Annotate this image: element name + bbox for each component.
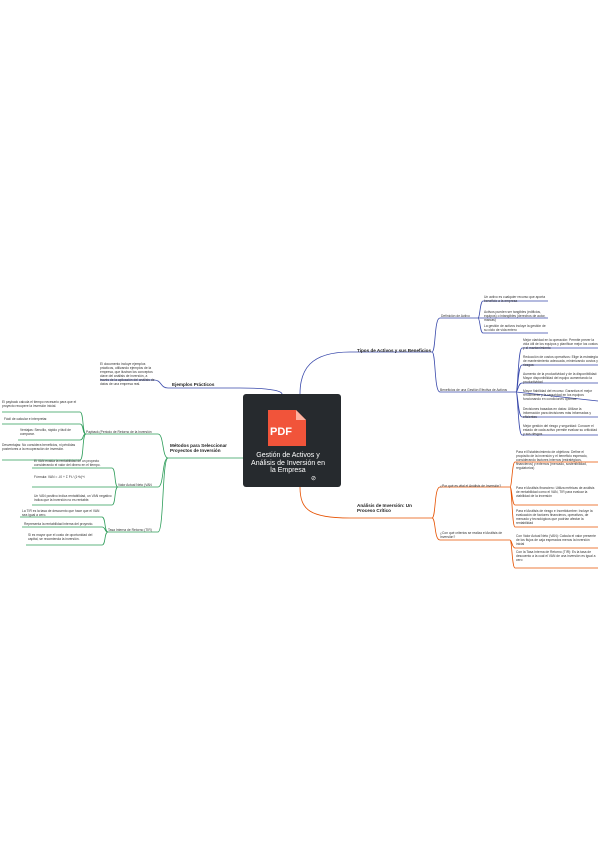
connector-ben-items xyxy=(515,347,599,436)
connector-tipos-definicion xyxy=(431,317,478,353)
connector-tir-items xyxy=(20,516,109,546)
leaf-def-3: La gestión de activos incluye la gestión… xyxy=(484,324,546,332)
leaf-payback-1: El payback calcula el tiempo necesario p… xyxy=(2,400,77,408)
subtopic-why[interactable]: ¿Por qué es vital el Análisis de Inversi… xyxy=(440,484,502,488)
central-topic-title: Gestión de Activos y Análisis de Inversi… xyxy=(251,452,325,475)
leaf-payback-3: Ventajas: Sencillo, rápido y fácil de co… xyxy=(20,428,71,436)
subtopic-beneficios[interactable]: Beneficios de una Gestión Efectiva de Ac… xyxy=(440,388,508,392)
connector-analisis-how xyxy=(431,517,510,541)
subtopic-how[interactable]: ¿Con qué criterios se realiza el Análisi… xyxy=(440,531,503,539)
subtopic-van[interactable]: Valor Actual Neto (VAN xyxy=(118,483,152,487)
leaf-ben-6: Mejor gestión del riesgo y seguridad: Co… xyxy=(523,424,598,436)
leaf-def-2: Activos pueden ser tangibles (edificios,… xyxy=(484,310,546,322)
pdf-icon: PDF xyxy=(268,410,306,446)
connector-center-ejemplos xyxy=(168,387,283,395)
leaf-ben-2: Reducción de costos operativos: Elige la… xyxy=(523,355,598,367)
connector-center-tipos xyxy=(299,351,432,395)
topic-metodos-seleccion[interactable]: Métodos para Seleccionar Proyectos de In… xyxy=(170,443,227,454)
connector-metodos-payback xyxy=(86,433,169,459)
leaf-ben-4: Mayor fiabilidad del recurso: Garantiza … xyxy=(523,389,593,401)
connector-tipos-beneficios xyxy=(431,351,516,393)
connector-metodos-van xyxy=(118,457,169,488)
leaf-payback-2: Fácil de calcular e interpretar. xyxy=(4,417,48,421)
subtopic-definicion[interactable]: Definición de Activo xyxy=(441,314,470,318)
leaf-ben-1: Mejor claridad en la operación: Permite … xyxy=(523,338,598,350)
connector-def-items xyxy=(477,300,548,334)
leaf-van-2: Fórmula: VAN = -I0 + Σ Ft / (1+k)^t xyxy=(34,475,85,479)
leaf-ejemplos-text: El documento incluye ejemplos prácticos,… xyxy=(100,362,155,386)
leaf-van-1: El VAN evalúa la rentabilidad de un proy… xyxy=(34,459,101,467)
leaf-tir-3: Si es mayor que el costo de oportunidad … xyxy=(28,533,93,541)
pdf-label: PDF xyxy=(270,426,292,438)
connector-payback-items xyxy=(2,411,87,461)
connector-center-analisis xyxy=(299,486,432,519)
connector-how-items xyxy=(509,539,598,569)
leaf-tir-2: Representa la rentabilidad interna del p… xyxy=(24,522,94,526)
leaf-why-1: Para el Establecimiento de objetivos: De… xyxy=(516,450,588,470)
leaf-how-1: Con Valor Actual Neto (VAN): Calcula el … xyxy=(516,534,596,546)
leaf-how-2: Con la Tasa Interna de Retorno (TIR): Es… xyxy=(516,550,596,562)
topic-ejemplos-practicos[interactable]: Ejemplos Prácticos xyxy=(172,382,215,387)
connector-analisis-why xyxy=(431,486,510,519)
topic-analisis-inversion[interactable]: Análisis de Inversión: Un Proceso Crític… xyxy=(357,503,412,514)
leaf-why-3: Para el Análisis de riesgo e Incertidumb… xyxy=(516,509,593,525)
subtopic-payback[interactable]: Payback (Periodo de Retorno de la Invers… xyxy=(86,430,152,434)
leaf-tir-1: La TIR es la tasa de descuento que hace … xyxy=(22,509,100,517)
connector-metodos-tir xyxy=(108,457,169,533)
connector-ejemplos-text xyxy=(100,379,169,389)
leaf-payback-4: Desventajas: No considera beneficios, ni… xyxy=(2,443,76,451)
leaf-ben-5: Decisiones basadas en datos: Utilizar la… xyxy=(523,407,591,419)
connector-why-items xyxy=(509,461,598,528)
connector-van-items xyxy=(32,467,119,506)
link-icon[interactable]: ⊘ xyxy=(311,476,317,482)
leaf-def-1: Un activo es cualquier recurso que aport… xyxy=(484,295,546,303)
leaf-ben-3: Aumento de la productividad y de la disp… xyxy=(523,372,598,384)
topic-tipos-activos[interactable]: Tipos de Activos y sus Beneficios xyxy=(357,348,432,353)
leaf-van-3: Un VAN positivo indica rentabilidad, un … xyxy=(34,494,112,502)
leaf-why-2: Para el Análisis financiero: Utiliza mét… xyxy=(516,486,595,498)
subtopic-tir[interactable]: Tasa Interna de Retorno (TIR) xyxy=(108,528,152,532)
